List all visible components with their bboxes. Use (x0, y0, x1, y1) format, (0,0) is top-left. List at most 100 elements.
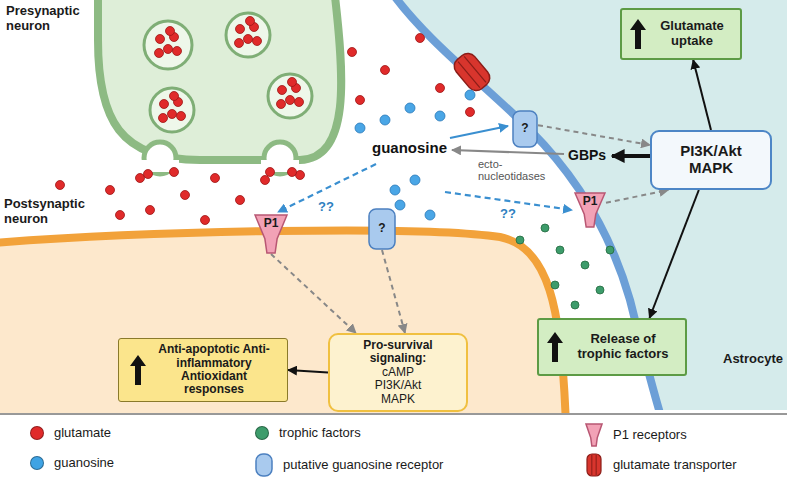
guanosine-dot (405, 103, 415, 113)
legend-icon (255, 453, 273, 477)
guanosine-dot (395, 200, 405, 210)
outcome-box: Release of trophic factors (537, 318, 687, 376)
postsynaptic-neuron: Postsynaptic neuronPro-survival signalin… (0, 195, 570, 413)
glutamate-dot (236, 25, 245, 34)
guanosine-dot (435, 111, 445, 121)
glutamate-dot (56, 181, 65, 190)
signaling-box: Pro-survival signaling:cAMP PI3K/Akt MAP… (328, 333, 468, 412)
glutamate-dot (211, 174, 220, 183)
putative-guanosine-receptor: ? (368, 208, 396, 250)
legend-text: trophic factors (279, 426, 361, 441)
glutamate-dot (436, 84, 445, 93)
guanosine-dot (380, 115, 390, 125)
glutamate-dot (416, 34, 425, 43)
receptor-shape (586, 424, 602, 446)
guanosine-dot (425, 210, 435, 220)
cell-name: Presynaptic neuron (6, 4, 98, 34)
legend-swatch (30, 426, 44, 440)
receptor-label: ? (378, 222, 385, 235)
glutamate-dot (466, 108, 475, 117)
receptor-label: P1 (583, 195, 598, 208)
guanosine-dot (390, 185, 400, 195)
glutamate-dot (236, 196, 245, 205)
glutamate-dot (144, 170, 153, 179)
transporter-shape (587, 454, 601, 476)
trophic-factor-dot (556, 246, 564, 254)
receptor-shape (513, 111, 537, 147)
glutamate-dot (288, 168, 297, 177)
trophic-factor-dot (596, 286, 604, 294)
glutamate-dot (166, 27, 175, 36)
legend-text: putative guanosine receptor (283, 458, 443, 473)
glutamate-dot (381, 66, 390, 75)
legend-item: P1 receptors (585, 423, 687, 447)
receptor-shape (256, 454, 272, 476)
cell-outline (0, 185, 580, 413)
glutamate-dot (170, 168, 179, 177)
legend-text: glutamate transporter (613, 458, 737, 473)
glutamate-dot (156, 35, 165, 44)
legend-item: putative guanosine receptor (255, 453, 443, 477)
trophic-factor-dot (606, 246, 614, 254)
increase-arrow (630, 19, 646, 49)
guanosine-dot (410, 175, 420, 185)
trophic-factor-dot (551, 281, 559, 289)
legend-text: glutamate (54, 426, 111, 441)
glutamate-dot (173, 47, 182, 56)
legend-swatch (30, 456, 44, 470)
box-text: Pro-survival signaling: (338, 339, 458, 366)
presynaptic-neuron: Presynaptic neuron (0, 0, 340, 168)
p1-receptor: P1 (254, 214, 288, 254)
glutamate-dot (181, 191, 190, 200)
increase-arrow (130, 355, 146, 385)
legend-item: guanosine (30, 456, 114, 471)
putative-guanosine-receptor: ? (512, 110, 538, 148)
legend-icon (585, 453, 603, 477)
glutamate-dot (168, 110, 177, 119)
glutamate-dot (136, 174, 145, 183)
box-text: Glutamate uptake (652, 19, 732, 48)
glutamate-dot (160, 100, 169, 109)
legend-text: guanosine (54, 456, 114, 471)
glutamate-dot (170, 92, 179, 101)
legend-swatch (255, 426, 269, 440)
glutamate-dot (164, 45, 173, 54)
box-text: cAMP PI3K/Akt MAPK (368, 366, 428, 406)
p1-receptor: P1 (574, 192, 606, 228)
cell-name: Postsynaptic neuron (4, 197, 96, 227)
receptor-label: ? (521, 122, 528, 135)
glutamate-dot (288, 78, 297, 87)
glutamate-dot (201, 216, 210, 225)
glutamate-dot (295, 98, 304, 107)
glutamate-dot (278, 86, 287, 95)
box-text: PI3K/Akt MAPK (661, 143, 761, 177)
glutamate-dot (106, 186, 115, 195)
unknown-mark: ?? (500, 207, 516, 221)
glutamate-dot (253, 37, 262, 46)
increase-arrow (547, 332, 563, 362)
glutamate-dot (177, 112, 186, 121)
gbp-release-arrow (612, 154, 650, 158)
molecule-label: guanosine (372, 140, 447, 157)
legend-item: glutamate (30, 426, 111, 441)
cell-name: Astrocyte (723, 352, 783, 367)
receptor-label: P1 (264, 217, 279, 230)
signaling-box: PI3K/Akt MAPK (650, 130, 772, 190)
receptor-shape (575, 193, 605, 227)
glutamate-dot (155, 49, 164, 58)
glutamate-dot (146, 206, 155, 215)
trophic-factor-dot (516, 236, 524, 244)
legend-text: P1 receptors (613, 428, 687, 443)
glutamate-dot (286, 96, 295, 105)
transporter-stripe (596, 455, 597, 475)
trophic-factor-dot (571, 301, 579, 309)
unknown-mark: ?? (318, 200, 334, 214)
response-box: Anti-apoptotic Anti-inflammatory Antioxi… (118, 338, 288, 402)
trophic-factor-dot (541, 224, 549, 232)
glutamate-dot (246, 17, 255, 26)
glutamate-dot (356, 96, 365, 105)
outcome-box: Glutamate uptake (620, 8, 742, 60)
glutamate-dot (277, 100, 286, 109)
glutamate-dot (116, 211, 125, 220)
